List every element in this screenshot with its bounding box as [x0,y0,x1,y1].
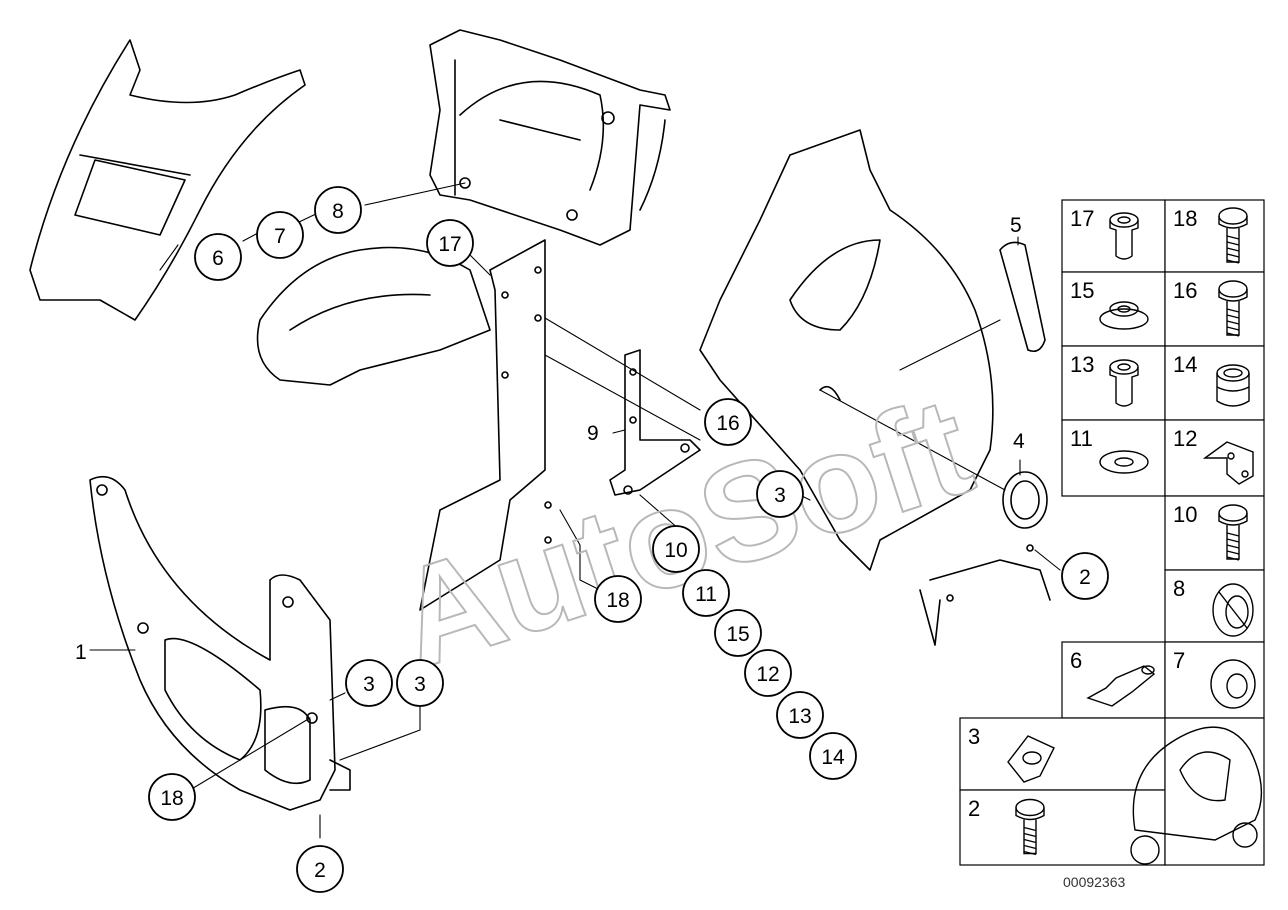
callout-7: 7 [256,211,304,259]
legend-cell [1164,199,1265,273]
callout-3: 3 [756,470,804,518]
callout-2: 2 [296,845,344,893]
reference-number: 00092363 [1063,874,1126,890]
emblem-part [1002,471,1048,529]
legend-number: 3 [968,724,980,749]
legend-number: 18 [1173,206,1197,231]
svg-text:13: 13 [788,705,811,728]
callout-15: 15 [714,609,762,657]
legend-number: 17 [1070,206,1094,231]
front-fender-part [256,246,491,386]
svg-text:2: 2 [314,859,326,882]
svg-text:3: 3 [774,484,786,507]
vehicle-illustration-cell [1164,717,1265,866]
legend-number: 16 [1173,278,1197,303]
legend-cell [1164,641,1265,719]
svg-text:2: 2 [1079,566,1091,589]
svg-text:6: 6 [212,247,224,270]
callout-10: 10 [652,525,700,573]
frame-bracket-part [429,29,671,246]
svg-text:3: 3 [414,673,426,696]
legend-number: 7 [1173,648,1185,673]
upper-cover-part [29,39,306,321]
part-label-9: 9 [587,422,599,445]
callout-13: 13 [776,691,824,739]
callout-11: 11 [682,569,730,617]
legend-cell [1061,271,1166,347]
bushing-icon [1210,659,1256,709]
legend-cell [1164,271,1265,347]
callout-17: 17 [426,219,474,267]
legend-number: 13 [1070,352,1094,377]
plug-icon [1086,665,1156,707]
svg-text:14: 14 [821,746,845,769]
callout-18: 18 [148,773,196,821]
svg-text:18: 18 [160,787,183,810]
legend-number: 8 [1173,576,1185,601]
legend-number: 14 [1173,352,1197,377]
clip-icon [1202,441,1254,485]
legend-cell [1164,419,1265,497]
callout-3: 3 [396,659,444,707]
svg-text:8: 8 [332,200,344,223]
callout-2: 2 [1061,552,1109,600]
reflector-part [999,241,1046,353]
side-trim-panel-part [699,129,1051,646]
ring-icon [1212,583,1254,637]
svg-text:16: 16 [716,412,739,435]
front-bracket-part [89,475,351,811]
legend-number: 12 [1173,426,1197,451]
svg-text:10: 10 [664,539,687,562]
svg-text:12: 12 [756,663,779,686]
legend-cell [1164,345,1265,421]
legend-cell [1164,495,1265,571]
svg-text:7: 7 [274,225,286,248]
callout-16: 16 [704,398,752,446]
callout-14: 14 [809,732,857,780]
washer-icon [1099,450,1149,474]
callout-6: 6 [194,233,242,281]
legend-number: 15 [1070,278,1094,303]
screw-icon [1015,798,1045,856]
sleeve-icon [1109,212,1139,260]
legend-cell [1061,419,1166,497]
svg-text:11: 11 [695,583,717,606]
callout-group: 6 7 8 17 16 10 11 15 12 13 14 18 3 2 3 3 18 2 [148,186,1109,893]
svg-text:15: 15 [726,623,749,646]
part-label-1: 1 [75,641,87,664]
callout-8: 8 [314,186,362,234]
legend-number: 2 [968,796,980,821]
svg-text:3: 3 [363,673,375,696]
scooter-icon [1130,726,1263,865]
callout-18: 18 [594,575,642,623]
screw-icon [1218,504,1248,561]
legend-cell [959,717,1166,791]
legend-number: 11 [1070,426,1093,451]
grommet-icon [1099,301,1149,330]
svg-text:18: 18 [606,589,629,612]
legend-number: 6 [1070,648,1082,673]
callout-3: 3 [345,659,393,707]
part-label-4: 4 [1013,430,1025,453]
legend-number: 10 [1173,502,1197,527]
callout-12: 12 [744,649,792,697]
nut-icon [1007,735,1055,783]
svg-text:17: 17 [438,233,461,256]
rubber-icon [1216,364,1250,407]
screw-icon [1218,207,1248,264]
leader-lines [89,182,1061,839]
parts-legend-grid: 17 18 15 16 13 14 11 12 10 8 6 7 3 2 [959,199,1265,866]
screw-icon [1218,280,1248,337]
sleeve-icon [1109,359,1139,407]
part-label-5: 5 [1010,214,1022,237]
